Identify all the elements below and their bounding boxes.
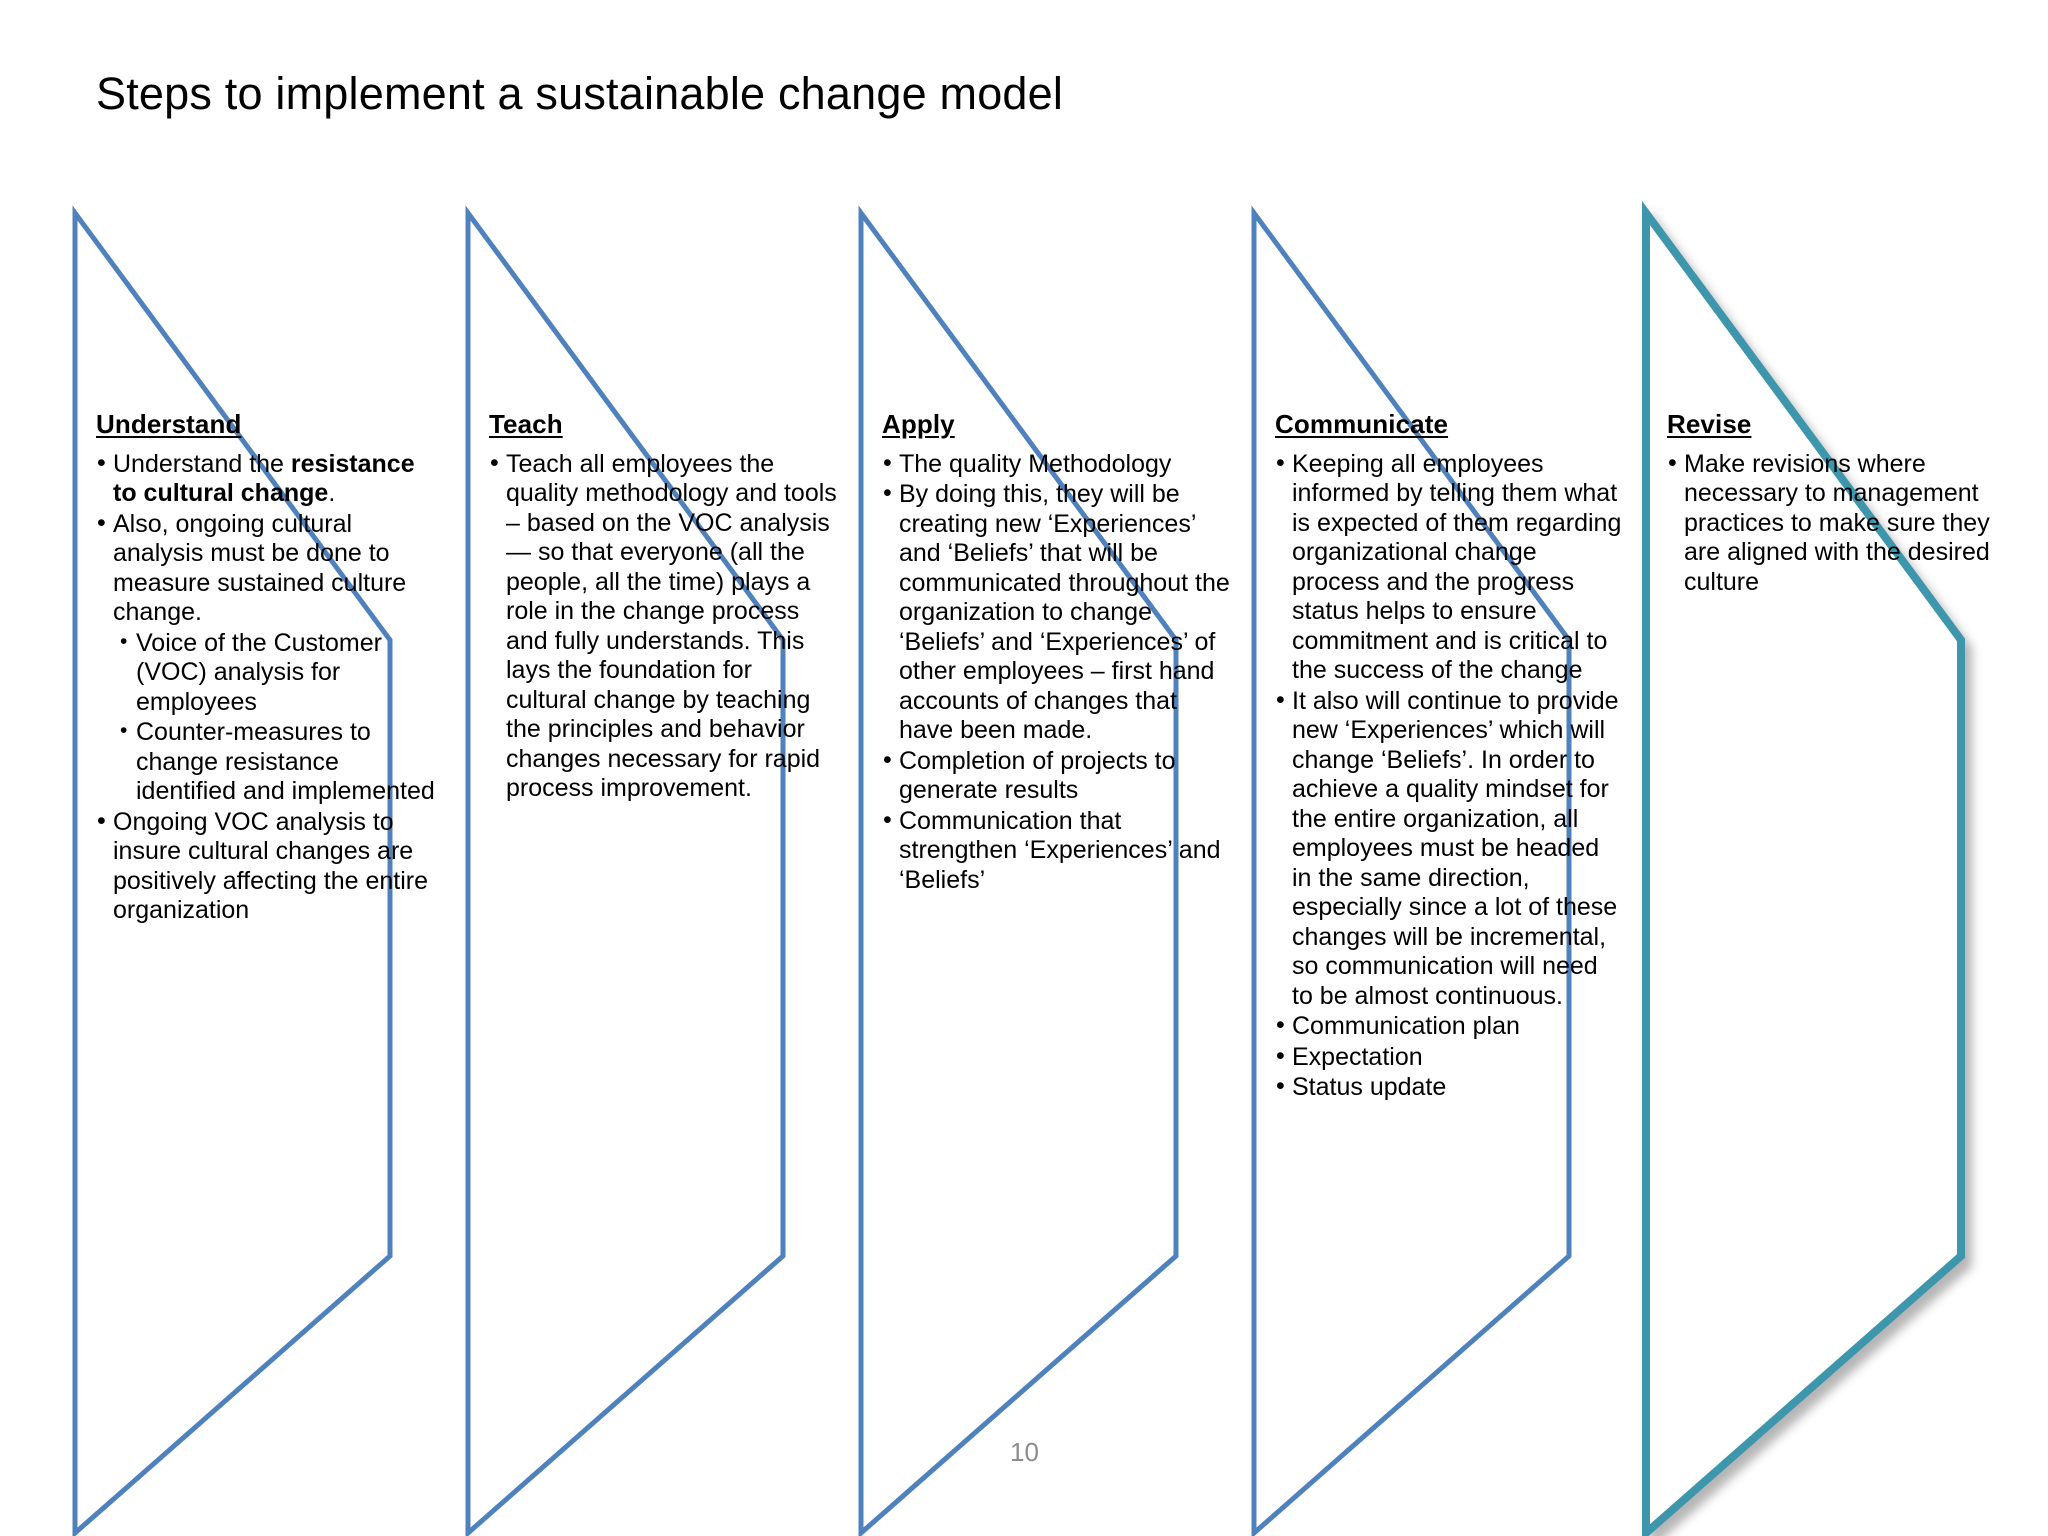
- bullet-item: Status update: [1275, 1072, 1623, 1103]
- bullet-item: It also will continue to provide new ‘Ex…: [1275, 686, 1623, 1012]
- process-step-apply[interactable]: ApplyThe quality MethodologyBy doing thi…: [858, 205, 1250, 1536]
- step-content: CommunicateKeeping all employees informe…: [1275, 409, 1623, 1104]
- bullet-text: .: [328, 479, 336, 508]
- bullet-item: Make revisions where necessary to manage…: [1667, 449, 2015, 598]
- bullet-item: Ongoing VOC analysis to insure cultural …: [96, 807, 444, 926]
- bullet-emphasis: resistance to cultural change: [113, 449, 415, 508]
- step-bullet-list: Keeping all employees informed by tellin…: [1275, 449, 1623, 1103]
- bullet-item: Also, ongoing cultural analysis must be …: [96, 509, 444, 628]
- page-title: Steps to implement a sustainable change …: [96, 68, 1064, 119]
- bullet-item: The quality Methodology: [882, 449, 1230, 480]
- process-chevron-band: UnderstandUnderstand the resistance to c…: [0, 200, 2048, 1536]
- bullet-item: Communication plan: [1275, 1011, 1623, 1042]
- step-heading: Teach: [489, 409, 563, 439]
- step-bullet-list: The quality MethodologyBy doing this, th…: [882, 449, 1230, 896]
- bullet-text: Understand the: [113, 449, 291, 478]
- process-step-communicate[interactable]: CommunicateKeeping all employees informe…: [1251, 205, 1643, 1536]
- step-content: ReviseMake revisions where necessary to …: [1667, 409, 2015, 598]
- step-bullet-list: Understand the resistance to cultural ch…: [96, 449, 444, 926]
- bullet-item: Expectation: [1275, 1042, 1623, 1073]
- bullet-item: Teach all employees the quality methodol…: [489, 449, 837, 804]
- step-bullet-list: Teach all employees the quality methodol…: [489, 449, 837, 804]
- bullet-item: Counter-measures to change resistance id…: [96, 718, 444, 807]
- step-heading: Understand: [96, 409, 242, 439]
- step-content: ApplyThe quality MethodologyBy doing thi…: [882, 409, 1230, 896]
- page-number: 10: [1010, 1437, 1039, 1467]
- bullet-item: Completion of projects to generate resul…: [882, 746, 1230, 806]
- step-heading: Revise: [1667, 409, 1752, 439]
- process-step-revise[interactable]: ReviseMake revisions where necessary to …: [1642, 200, 2035, 1536]
- step-heading: Communicate: [1275, 409, 1449, 439]
- bullet-item: Keeping all employees informed by tellin…: [1275, 449, 1623, 686]
- step-content: TeachTeach all employees the quality met…: [489, 409, 837, 805]
- bullet-item: Voice of the Customer (VOC) analysis for…: [96, 629, 444, 718]
- process-step-teach[interactable]: TeachTeach all employees the quality met…: [465, 205, 857, 1536]
- process-step-understand[interactable]: UnderstandUnderstand the resistance to c…: [72, 205, 464, 1536]
- step-heading: Apply: [882, 409, 955, 439]
- bullet-item: Understand the resistance to cultural ch…: [96, 449, 444, 509]
- bullet-item: Communication that strengthen ‘Experienc…: [882, 806, 1230, 896]
- step-content: UnderstandUnderstand the resistance to c…: [96, 409, 444, 927]
- step-bullet-list: Make revisions where necessary to manage…: [1667, 449, 2015, 598]
- bullet-item: By doing this, they will be creating new…: [882, 479, 1230, 746]
